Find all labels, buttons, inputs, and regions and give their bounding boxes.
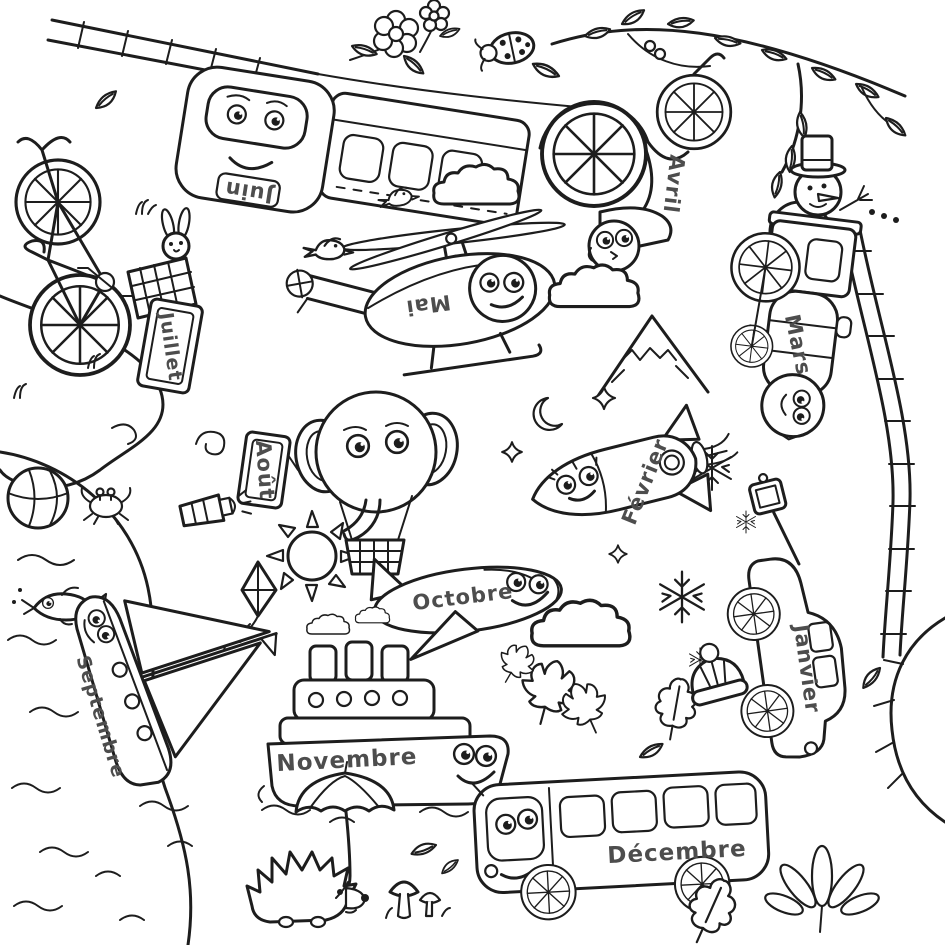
airplane-eye-icon [527,573,550,596]
bicycle-juillet [0,87,204,490]
mushrooms [385,880,451,920]
smoke-puff-icon [354,606,391,624]
winter-hat [690,642,749,707]
train-name-plate [215,172,281,208]
elephant-eye-icon [345,433,371,459]
leaf-icon [529,58,562,83]
star-icon [591,385,617,411]
leaf-icon [768,169,786,200]
grass-tuft [135,199,157,215]
ship-eye-icon [452,742,476,766]
grass-tuft [13,383,27,399]
ladybug [474,31,536,72]
sun [265,509,359,603]
aout-sign [236,430,292,510]
bus-eye-icon [516,808,539,831]
grass-tuft [87,353,101,369]
sailboat-septembre [74,595,278,787]
scooter-small-wheel [655,73,733,151]
leaf-icon [408,839,439,859]
train-juin [174,65,531,227]
flowers-top [349,0,462,79]
leaf-icon [858,663,885,692]
juillet-sign [136,297,204,395]
bus-eye-icon [494,813,517,836]
leaf-icon [582,24,613,42]
umbrella [294,761,396,894]
helicopter-mai [285,208,566,377]
star-icon [608,544,628,564]
bus-decembre [471,770,771,922]
street-lamp [748,473,801,566]
locomotive-mars [726,210,863,441]
rocket-fevrier [531,403,739,517]
hedgehog [245,850,369,929]
balloon-aout [236,390,459,576]
leaf-icon [881,113,910,141]
mountain [596,314,710,398]
crab [80,487,132,525]
star-icon [501,441,523,463]
leaf-icon [92,87,121,113]
elephant-eye-icon [384,429,410,455]
ship-eye-icon [474,744,498,768]
wave [261,804,503,837]
chick-character [587,219,641,280]
leaf-icon [399,51,428,79]
leaf-icon [712,32,743,50]
wind-swirl [195,430,226,456]
leaf-icon [636,739,667,763]
airplane-octobre [367,557,563,661]
scooter-avril [538,52,733,280]
fish-eye-icon [41,596,55,610]
kite [223,560,278,651]
snowflake-icon [659,570,705,624]
smoke-puff-icon [306,613,351,635]
leaf-icon [438,856,461,877]
bunny-in-basket [160,207,191,261]
snowflake-icon [736,510,756,534]
moon-icon [532,396,564,431]
leaf-icon [618,5,648,30]
label-aout: Août [251,439,279,500]
taxi-janvier [723,557,847,759]
label-avril: Avril [658,153,689,214]
wave [139,800,193,847]
cloud-icon [547,263,641,309]
berry-icon [643,39,657,53]
berry-icon [653,47,667,61]
locomotive-eye-icon [791,405,812,426]
bare-branch [858,616,945,824]
locomotive-eye-icon [791,388,812,409]
lighthouse [178,489,253,528]
chick-eye-icon [614,228,634,248]
chick-eye-icon [595,230,615,250]
leaf-icon [666,15,696,31]
railway-track-right [841,228,916,659]
beach-ball [6,466,70,530]
chestnut-leaf [764,844,880,933]
